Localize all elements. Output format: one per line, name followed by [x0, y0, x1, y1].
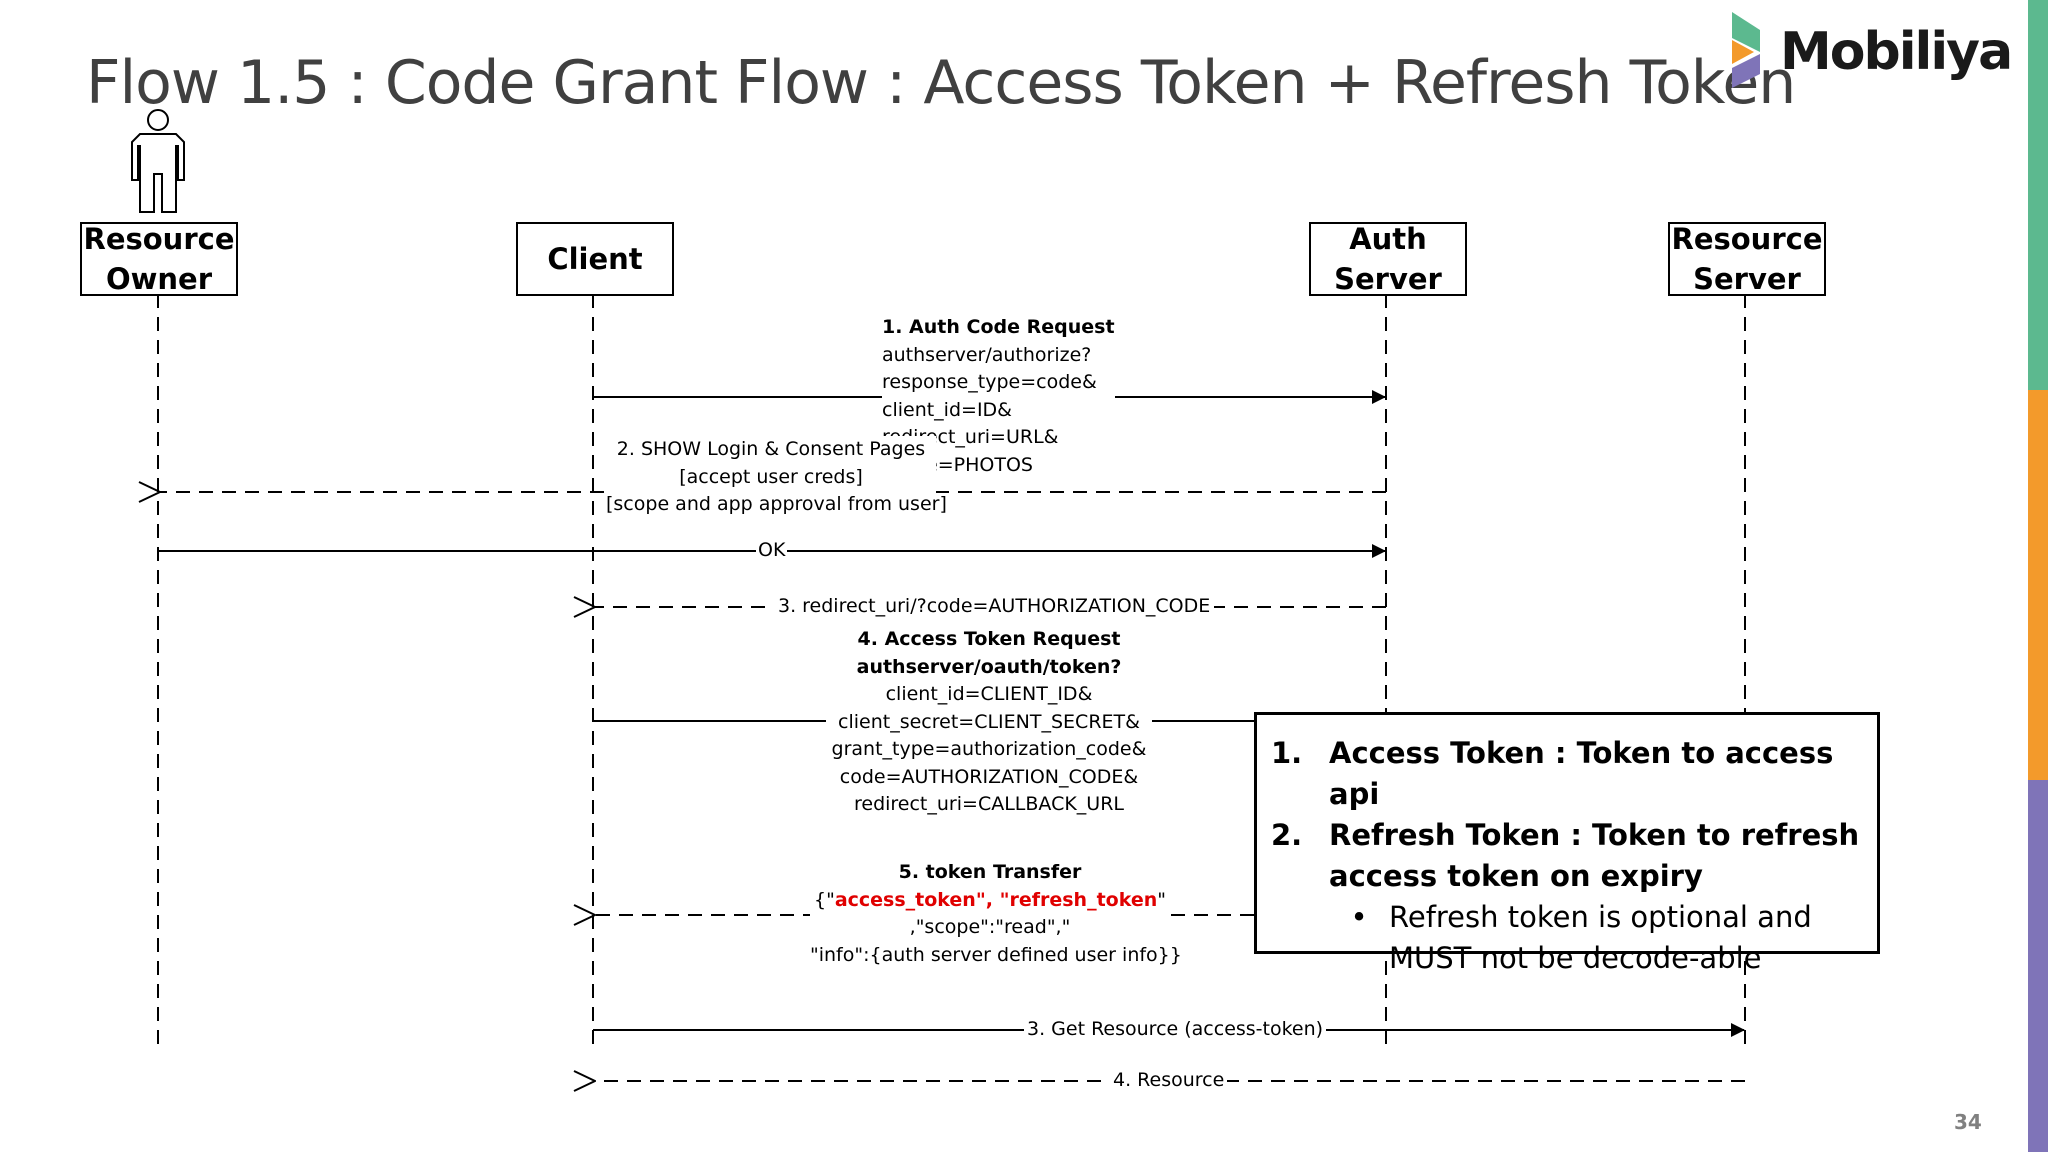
brand-stripe-orange [2028, 390, 2048, 780]
note-box: 1. Access Token : Token to access api 2.… [1254, 712, 1880, 975]
m5-brace-open: {" [813, 888, 835, 911]
m4-title-2: authserver/oauth/token? [856, 655, 1122, 678]
m4-line: redirect_uri=CALLBACK_URL [853, 793, 1124, 815]
actor-resource-owner-label: Resource Owner [83, 222, 235, 296]
m5-quote-close: " [1157, 888, 1167, 911]
label-resource: 4. Resource [1110, 1067, 1228, 1095]
note-subitem-line-2: MUST not be decode-able [1389, 941, 1762, 975]
label-token-transfer: 5. token Transfer {"access_token", "refr… [810, 859, 1182, 969]
label-get-resource: 3. Get Resource (access-token) [1024, 1016, 1327, 1044]
m5-tokens-line: {"access_token", "refresh_token" [810, 887, 1170, 915]
person-icon [131, 109, 185, 213]
m1-line: authserver/authorize? [882, 343, 1092, 366]
note-item-2: 2. Refresh Token : Token to refresh acces… [1271, 815, 1863, 897]
label-show-login: 2. SHOW Login & Consent Pages [accept us… [606, 436, 947, 519]
bullet-icon: • [1350, 900, 1368, 934]
note-item-2-line-2: access token on expiry [1329, 859, 1703, 893]
m2-line: [accept user creds] [679, 465, 863, 488]
note-item-2-text: Refresh Token : Token to refresh access t… [1329, 815, 1859, 897]
actor-auth-server: Auth Server [1309, 222, 1467, 296]
note-item-2-num: 2. [1271, 818, 1303, 852]
m4-title: 4. Access Token Request [857, 628, 1121, 650]
mobiliya-logo-mark-icon [1732, 12, 1760, 88]
actor-resource-server-label: Resource Server [1671, 222, 1823, 296]
label-redirect: 3. redirect_uri/?code=AUTHORIZATION_CODE [774, 593, 1215, 621]
m5-token-names: access_token", "refresh_token [834, 888, 1158, 911]
m4-line: grant_type=authorization_code& [831, 738, 1147, 760]
m4-line: code=AUTHORIZATION_CODE& [839, 765, 1139, 788]
note-item-1-text: Access Token : Token to access api [1329, 736, 1834, 811]
actor-client-label: Client [547, 242, 643, 276]
m4-line: client_secret=CLIENT_SECRET& [838, 710, 1140, 733]
label-ok: OK [756, 537, 788, 565]
m5-line: ,"scope":"read"," [909, 916, 1071, 938]
note-item-1: 1. Access Token : Token to access api [1271, 733, 1863, 815]
m2-title: 2. SHOW Login & Consent Pages [616, 438, 926, 460]
m1-title: 1. Auth Code Request [882, 316, 1115, 338]
brand-stripe-purple [2028, 780, 2048, 1152]
note-item-2-line-1: Refresh Token : Token to refresh [1329, 818, 1860, 852]
m2-line: [scope and app approval from user] [606, 493, 947, 515]
note-item-1-num: 1. [1271, 736, 1303, 770]
actor-auth-server-label: Auth Server [1334, 222, 1442, 296]
actor-resource-server: Resource Server [1668, 222, 1826, 296]
m5-line: "info":{auth server defined user info}} [810, 943, 1182, 966]
actor-resource-owner: Resource Owner [80, 222, 238, 296]
label-access-token-request: 4. Access Token Request authserver/oauth… [826, 626, 1152, 819]
brand-stripe-green [2028, 0, 2048, 390]
logo-text: Mobiliya [1780, 22, 2013, 82]
m5-title: 5. token Transfer [898, 861, 1082, 883]
m1-line: client_id=ID& [882, 398, 1012, 421]
mobiliya-logo: Mobiliya [1730, 10, 2013, 100]
actor-client: Client [516, 222, 674, 296]
note-subitem-line-1: Refresh token is optional and [1389, 900, 1812, 934]
slide-title: Flow 1.5 : Code Grant Flow : Access Toke… [86, 48, 1796, 118]
page-number: 34 [1954, 1110, 1982, 1134]
m1-line: response_type=code& [882, 371, 1097, 393]
m4-line: client_id=CLIENT_ID& [885, 683, 1093, 705]
